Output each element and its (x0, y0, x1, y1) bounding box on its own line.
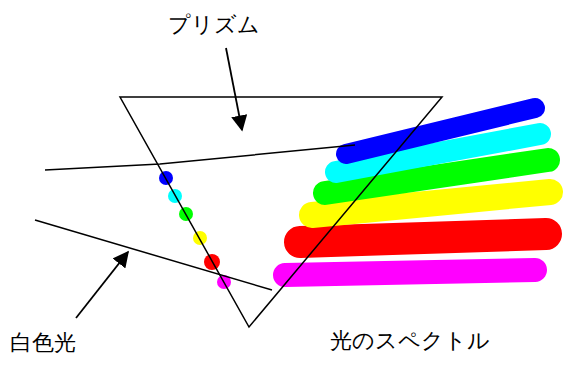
prism-label: プリズム (168, 12, 260, 38)
white-light-label: 白色光 (10, 330, 76, 356)
spectrum-label: 光のスペクトル (330, 328, 490, 354)
